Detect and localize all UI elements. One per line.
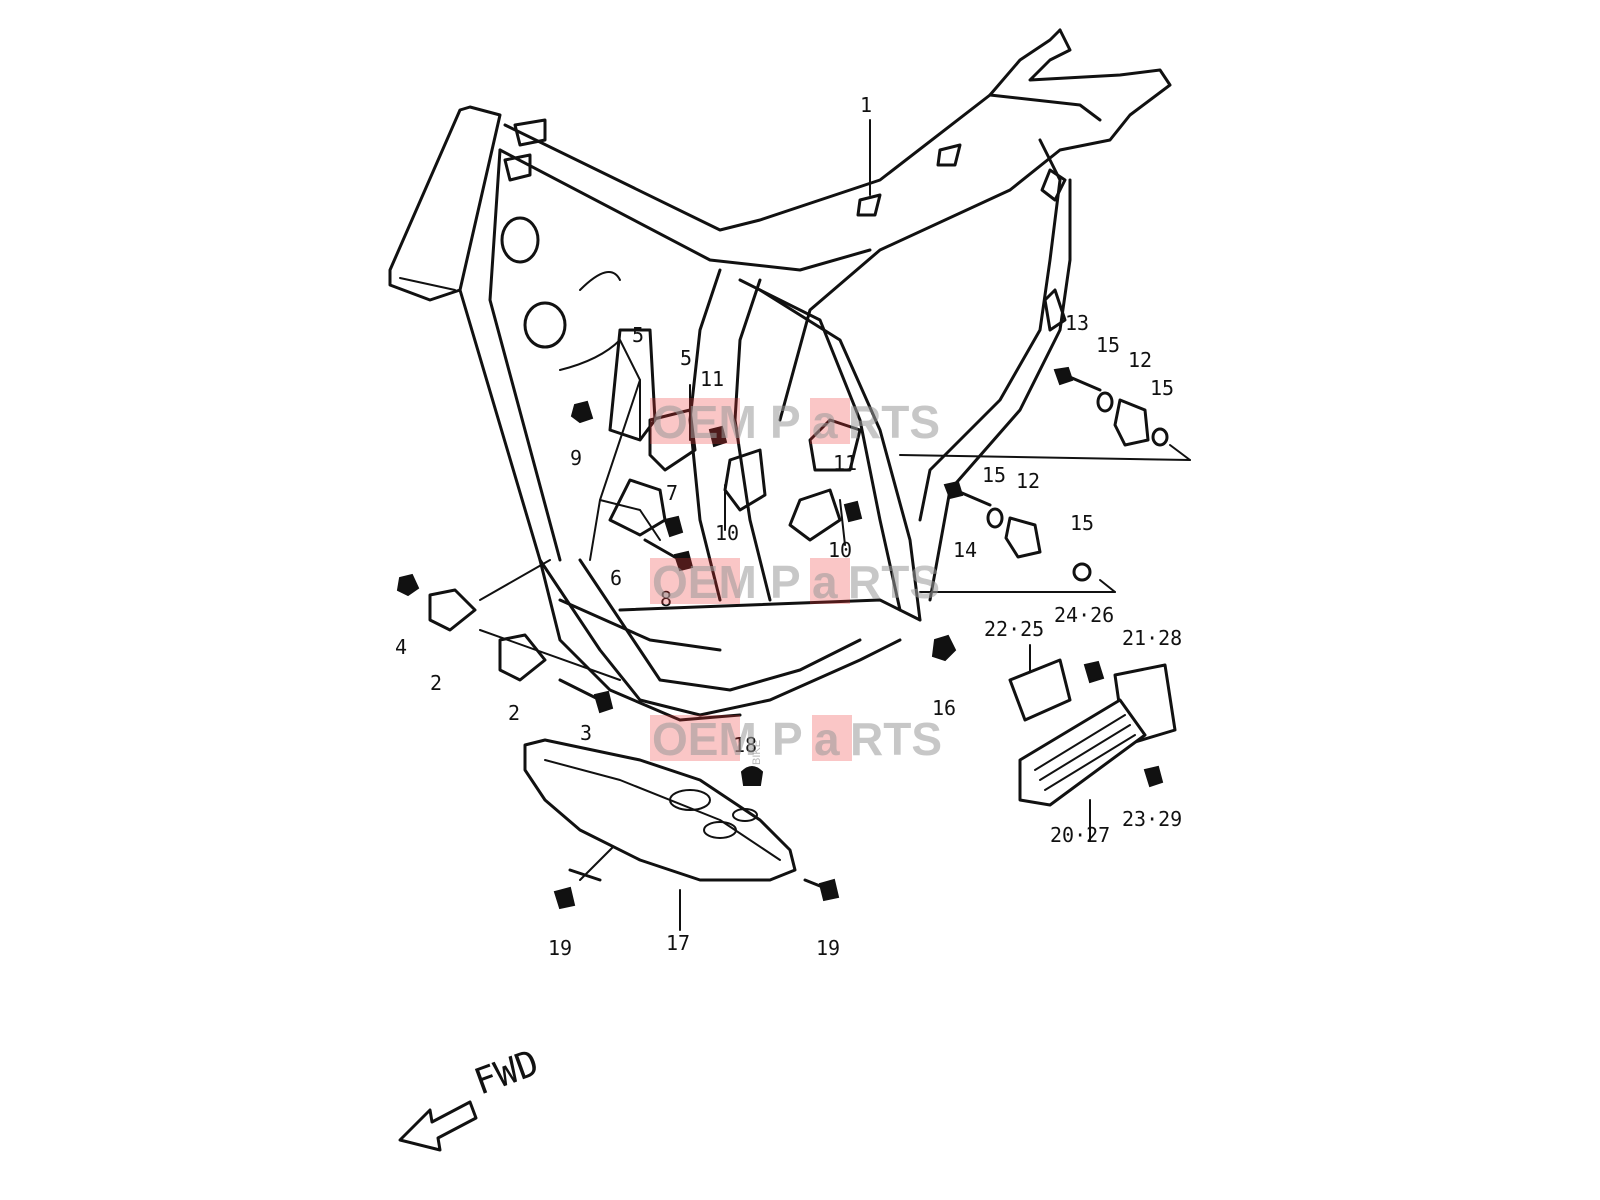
callout-4: 4 <box>395 635 407 659</box>
callout-7: 7 <box>666 481 678 505</box>
callout-8: 8 <box>660 587 672 611</box>
svg-text:a: a <box>812 556 838 608</box>
svg-text:BIKE: BIKE <box>751 740 763 765</box>
callout-21-28: 21·28 <box>1122 626 1182 650</box>
watermark-logo-1: OEM P a RTS <box>650 396 940 448</box>
svg-text:P: P <box>770 556 801 608</box>
callout-17: 17 <box>666 931 690 955</box>
callout-15d: 15 <box>1070 511 1094 535</box>
callout-10a: 10 <box>715 521 739 545</box>
callout-19b: 19 <box>816 936 840 960</box>
callout-19a: 19 <box>548 936 572 960</box>
callout-15b: 15 <box>1150 376 1174 400</box>
callout-24-26: 24·26 <box>1054 603 1114 627</box>
callout-3: 3 <box>580 721 592 745</box>
callout-22-25: 22·25 <box>984 617 1044 641</box>
callout-9: 9 <box>570 446 582 470</box>
svg-text:OEM: OEM <box>652 396 757 448</box>
forward-direction-indicator: FWD <box>398 1043 544 1152</box>
callout-20-27: 20·27 <box>1050 823 1110 847</box>
svg-text:RTS: RTS <box>848 556 940 608</box>
callout-5a: 5 <box>632 323 644 347</box>
callout-5b: 5 <box>680 346 692 370</box>
callout-12a: 12 <box>1128 348 1152 372</box>
callout-10b: 10 <box>828 538 852 562</box>
forward-arrow-icon <box>398 1100 478 1152</box>
svg-text:RTS: RTS <box>848 396 940 448</box>
callout-16: 16 <box>932 696 956 720</box>
callout-1: 1 <box>860 93 872 117</box>
callout-14: 14 <box>953 538 977 562</box>
svg-text:a: a <box>814 713 840 765</box>
svg-text:OEM: OEM <box>652 713 757 765</box>
svg-text:OEM: OEM <box>652 556 757 608</box>
watermark-logo-3: OEM BIKE P a RTS <box>650 713 942 765</box>
callout-11a: 11 <box>700 367 724 391</box>
callout-11b: 11 <box>833 451 857 475</box>
callout-12b: 12 <box>1016 469 1040 493</box>
callout-15c: 15 <box>982 463 1006 487</box>
svg-text:RTS: RTS <box>850 713 942 765</box>
callout-6: 6 <box>610 566 622 590</box>
callout-13: 13 <box>1065 311 1089 335</box>
hardware <box>396 366 1169 910</box>
callout-2b: 2 <box>508 701 520 725</box>
guard-assembly <box>1008 658 1177 807</box>
callout-23-29: 23·29 <box>1122 807 1182 831</box>
callout-15a: 15 <box>1096 333 1120 357</box>
watermarks: OEM P a RTS OEM P a RTS OEM BIKE P a RTS <box>650 396 942 765</box>
callout-2a: 2 <box>430 671 442 695</box>
callout-labels: 1 2 2 3 4 5 5 6 7 8 9 10 10 11 11 12 12 … <box>395 93 1182 960</box>
svg-text:P: P <box>770 396 801 448</box>
svg-text:P: P <box>772 713 803 765</box>
watermark-logo-2: OEM P a RTS <box>650 556 940 608</box>
callout-18: 18 <box>733 733 757 757</box>
forward-label: FWD <box>469 1043 544 1104</box>
skid-plate <box>523 738 797 882</box>
svg-text:a: a <box>812 396 838 448</box>
frame-drawing <box>388 28 1172 722</box>
